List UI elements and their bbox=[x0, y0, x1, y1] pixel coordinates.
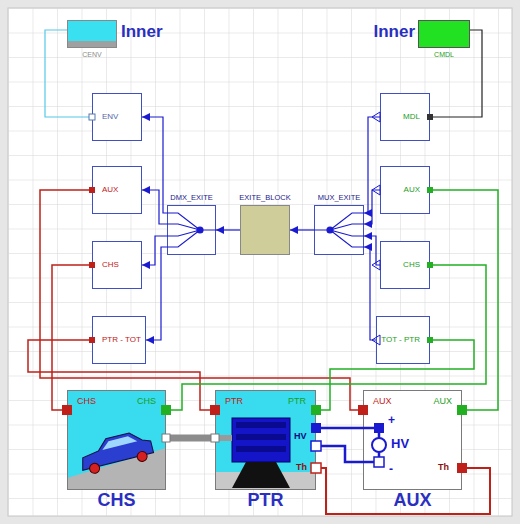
polarity-mark: + bbox=[388, 414, 395, 427]
signal-wire bbox=[146, 247, 167, 340]
signal-bus-box: TOT - PTR bbox=[376, 316, 430, 364]
signal-wire bbox=[364, 247, 376, 340]
node-label: CMDL bbox=[434, 51, 454, 59]
signal-bus-box: AUX bbox=[92, 166, 142, 214]
chassis-illustration bbox=[67, 390, 166, 490]
signal-wire bbox=[40, 190, 363, 410]
node-label: EXITE_BLOCK bbox=[239, 194, 290, 202]
port-squares bbox=[62, 112, 467, 473]
powertrain-illustration bbox=[215, 390, 316, 490]
node-label: Th bbox=[296, 463, 307, 473]
signal-bus-box: CHS bbox=[380, 241, 430, 289]
node-label: AUX bbox=[404, 186, 420, 195]
node-label: Inner bbox=[121, 23, 163, 42]
node-label: HV bbox=[294, 432, 307, 442]
node-label: Inner bbox=[373, 23, 415, 42]
grid bbox=[8, 8, 512, 516]
signal-wire bbox=[142, 117, 167, 213]
signal-wire bbox=[290, 229, 314, 230]
node-label: PTR bbox=[288, 397, 306, 407]
demux-fan bbox=[167, 213, 216, 247]
node-label: DMX_EXITE bbox=[170, 194, 213, 202]
node-label: CHS bbox=[403, 261, 420, 270]
signal-wire bbox=[142, 190, 167, 224]
node-label: AUX bbox=[373, 397, 392, 407]
signal-wire bbox=[316, 468, 490, 514]
chassis-block: CHSCHSCHS bbox=[67, 390, 166, 490]
voltage-source-symbol bbox=[363, 423, 386, 467]
node-label: PTR - TOT bbox=[102, 336, 141, 345]
signal-bus-box: PTR - TOT bbox=[92, 316, 146, 364]
node-label: CHS bbox=[102, 261, 119, 270]
node-label: MUX_EXITE bbox=[318, 194, 361, 202]
node-label: CHS bbox=[77, 397, 96, 407]
canvas bbox=[8, 8, 512, 516]
signal-wire bbox=[142, 236, 167, 265]
node-label: CENV bbox=[82, 51, 101, 59]
node-label: CHS bbox=[137, 397, 156, 407]
node-label: Th bbox=[438, 463, 449, 473]
node-label: AUX bbox=[102, 186, 118, 195]
signal-wire bbox=[216, 229, 240, 230]
signal-wire bbox=[364, 236, 380, 265]
model-block: InnerCMDL bbox=[418, 20, 470, 48]
aux-ground bbox=[363, 390, 462, 490]
signal-bus-box: ENV bbox=[92, 93, 142, 141]
signal-bus-box: AUX bbox=[380, 166, 430, 214]
signal-wire bbox=[364, 190, 380, 224]
signal-wire bbox=[316, 446, 363, 462]
drive-shaft bbox=[166, 435, 215, 442]
excite-block: EXITE_BLOCK bbox=[240, 205, 290, 255]
block-caption: AUX bbox=[393, 491, 431, 511]
mux-fan bbox=[314, 213, 364, 247]
block-caption: PTR bbox=[248, 491, 284, 511]
signal-wire bbox=[52, 265, 92, 410]
source-name: HV bbox=[391, 437, 409, 451]
powertrain-block: PTRPTRHVThPTR bbox=[215, 390, 316, 490]
environment-block: InnerCENV bbox=[67, 20, 117, 48]
node-label: PTR bbox=[225, 397, 243, 407]
block-caption: CHS bbox=[97, 491, 135, 511]
signal-wire bbox=[430, 190, 498, 410]
node-label: MDL bbox=[403, 113, 420, 122]
node-label: ENV bbox=[102, 113, 118, 122]
signal-wire bbox=[316, 427, 363, 430]
signal-bus-box: MDL bbox=[380, 93, 430, 141]
node-label: AUX bbox=[433, 397, 452, 407]
signal-wire bbox=[166, 265, 486, 410]
polarity-mark: - bbox=[389, 463, 393, 476]
signal-bus-box: CHS bbox=[92, 241, 142, 289]
node-label: TOT - PTR bbox=[381, 336, 420, 345]
